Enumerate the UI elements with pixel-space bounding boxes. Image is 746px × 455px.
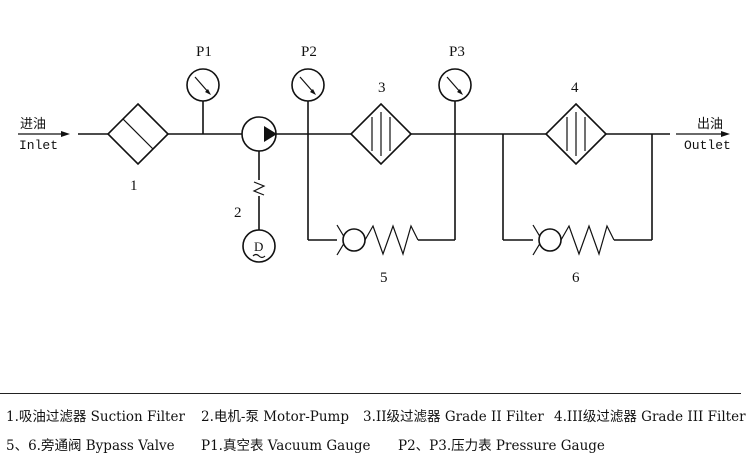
legend-vacuum-gauge: P1.真空表 Vacuum Gauge <box>201 438 371 454</box>
outlet-label-cn: 出油 <box>697 116 723 131</box>
motor-icon: D <box>242 229 276 263</box>
label-2: 2 <box>234 205 242 221</box>
label-p1: P1 <box>196 44 212 60</box>
legend-grade-iii-filter: 4.III级过滤器 Grade III Filter <box>554 409 746 425</box>
bypass-valve-5 <box>336 224 419 256</box>
grade-iii-filter-4 <box>544 102 608 166</box>
bypass-valve-6 <box>532 224 615 256</box>
inlet-label-cn: 进油 <box>20 116 46 131</box>
vacuum-gauge-p1 <box>186 68 220 102</box>
pressure-gauge-p2 <box>291 68 325 102</box>
legend-motor-pump: 2.电机-泵 Motor-Pump <box>201 409 349 425</box>
motor-symbol: D <box>254 239 263 254</box>
bypass-loop-5 <box>307 134 456 241</box>
label-3: 3 <box>378 80 386 96</box>
outlet-label-en: Outlet <box>684 138 731 153</box>
pump-motor-coupling <box>252 151 266 230</box>
label-p3: P3 <box>449 44 465 60</box>
outlet-arrow <box>676 131 730 137</box>
pressure-gauge-p3 <box>438 68 472 102</box>
hydraulic-schematic: 进油 Inlet 出油 Outlet 1 P1 D 2 <box>18 44 731 286</box>
bypass-loop-6 <box>502 134 653 241</box>
label-p2: P2 <box>301 44 317 60</box>
label-6: 6 <box>572 270 580 286</box>
pump-icon <box>241 116 277 152</box>
legend-bypass-valve: 5、6.旁通阀 Bypass Valve <box>6 438 175 454</box>
legend-pressure-gauge: P2、P3.压力表 Pressure Gauge <box>398 438 605 454</box>
suction-filter-1 <box>106 102 170 166</box>
label-4: 4 <box>571 80 579 96</box>
label-1: 1 <box>130 178 138 194</box>
label-5: 5 <box>380 270 388 286</box>
legend-grade-ii-filter: 3.II级过滤器 Grade II Filter <box>363 409 544 425</box>
legend-divider <box>0 393 741 394</box>
grade-ii-filter-3 <box>349 102 413 166</box>
legend-suction-filter: 1.吸油过滤器 Suction Filter <box>6 409 185 425</box>
inlet-arrow <box>18 131 70 137</box>
inlet-label-en: Inlet <box>19 138 58 153</box>
